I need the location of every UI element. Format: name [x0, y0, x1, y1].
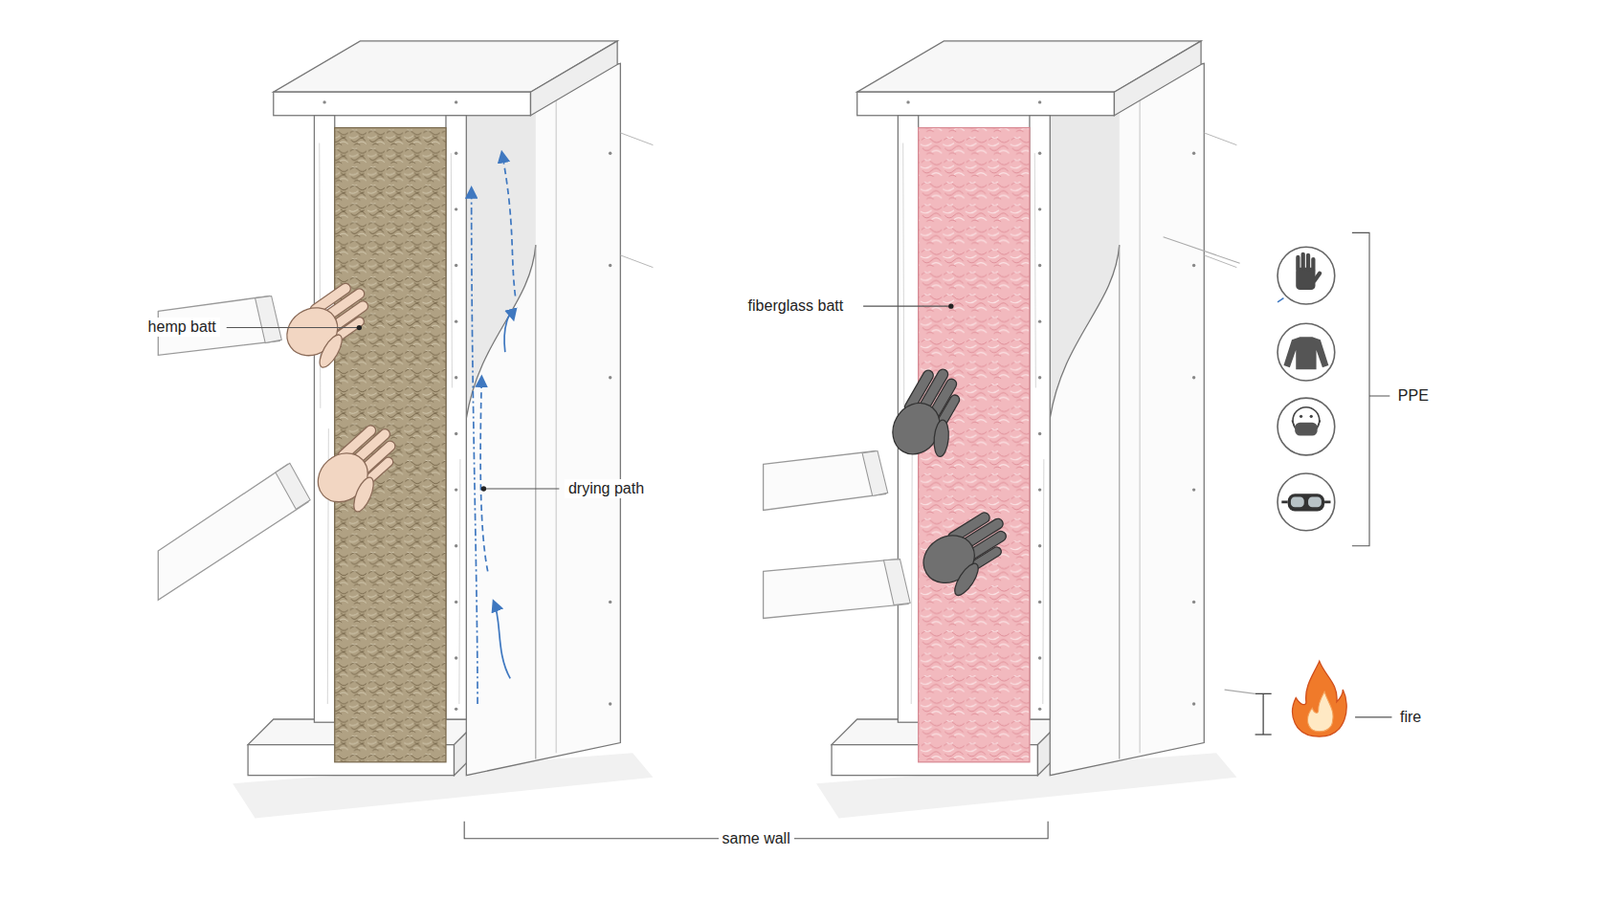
ppe-bracket	[1352, 232, 1390, 546]
callout-label: fiberglass batt	[744, 296, 848, 316]
callout-label: fire	[1396, 708, 1425, 728]
hemp-wall	[232, 41, 653, 820]
drying-arrows	[471, 153, 516, 705]
callout-label: same wall	[718, 829, 795, 849]
callout-label: PPE	[1394, 386, 1433, 406]
leader-lines	[226, 237, 1393, 718]
fire-icon	[1292, 661, 1347, 737]
callout-label: drying path	[564, 479, 648, 499]
leader-dots	[356, 303, 955, 491]
goggles-icon	[1281, 493, 1331, 512]
fiberglass-wall	[816, 41, 1237, 820]
fire-dimension	[1224, 689, 1272, 735]
wall-frame	[232, 41, 653, 820]
respirator-icon	[1291, 407, 1321, 437]
shirt-icon	[1283, 336, 1329, 370]
glove-icon	[1277, 252, 1323, 303]
wall-frame	[816, 41, 1237, 820]
ppe-icons	[1277, 246, 1335, 531]
callout-label: hemp batt	[144, 317, 221, 337]
gloved-hands	[763, 360, 1027, 619]
